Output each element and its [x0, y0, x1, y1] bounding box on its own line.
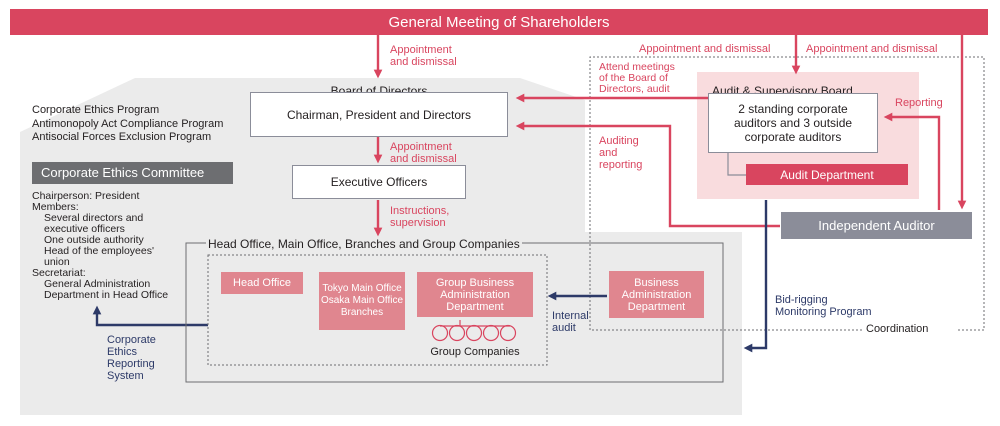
exec-title: Executive Officers	[330, 175, 428, 189]
label-appt-auditboard: Appointment and dismissal	[639, 43, 771, 55]
label-appt-exec: Appointment and dismissal	[390, 141, 457, 165]
label-auditing-reporting: Auditing and reporting	[599, 135, 643, 171]
audit-dept-label: Audit Department	[780, 167, 874, 182]
label-appt-auditor: Appointment and dismissal	[806, 43, 938, 55]
main-office-label: Tokyo Main Office Osaka Main Office Bran…	[320, 283, 404, 318]
gbad-box: Group Business Administration Department	[417, 272, 533, 317]
label-ethics-reporting: Corporate Ethics Reporting System	[107, 334, 156, 382]
head-office-box: Head Office	[221, 272, 303, 294]
main-office-box: Tokyo Main Office Osaka Main Office Bran…	[319, 272, 405, 330]
label-coordination: Coordination	[866, 323, 929, 335]
arrow-auditdept-bidrigging	[743, 200, 768, 353]
group-inner-dashed-box	[207, 254, 548, 366]
ethics-member: One outside authority	[44, 234, 144, 246]
program-item: Antisocial Forces Exclusion Program	[32, 131, 212, 143]
group-companies-circles	[431, 320, 517, 342]
program-item: Corporate Ethics Program	[32, 104, 160, 116]
label-reporting: Reporting	[895, 97, 943, 109]
gms-bar: General Meeting of Shareholders	[10, 9, 988, 35]
ethics-secretariat-label: Secretariat:	[32, 267, 86, 279]
label-bid-rigging: Bid-rigging Monitoring Program	[775, 294, 872, 318]
arrow-auditor-to-board	[515, 121, 780, 228]
coordination-boundary	[589, 56, 985, 331]
label-appt-board: Appointment and dismissal	[390, 44, 457, 68]
independent-auditor-label: Independent Auditor	[818, 218, 935, 233]
group-companies-label: Group Companies	[430, 345, 520, 358]
audit-board-desc: 2 standing corporate auditors and 3 outs…	[733, 102, 853, 144]
label-attend-meetings: Attend meetings of the Board of Director…	[599, 61, 675, 95]
bad-label: Business Administration Department	[621, 276, 692, 313]
label-instructions: Instructions, supervision	[390, 205, 450, 229]
ethics-committee-title: Corporate Ethics Committee	[41, 165, 205, 180]
audit-dept-box: Audit Department	[746, 164, 908, 185]
arrow-auditor-to-auditboard	[883, 112, 941, 210]
exec-box: Executive Officers	[292, 165, 466, 199]
label-internal-audit: Internal audit	[552, 310, 589, 334]
head-office-group-title: Head Office, Main Office, Branches and G…	[206, 237, 522, 251]
ethics-members-label: Members:	[32, 201, 79, 213]
ethics-chair: Chairperson: President	[32, 190, 140, 202]
program-item: Antimonopoly Act Compliance Program	[32, 117, 224, 130]
arrow-ethics-reporting	[92, 305, 208, 327]
independent-auditor-box: Independent Auditor	[781, 212, 972, 239]
gbad-label: Group Business Administration Department	[435, 276, 515, 313]
bad-box: Business Administration Department	[609, 271, 704, 318]
board-box: Chairman, President and Directors	[250, 92, 508, 137]
audit-board-box: 2 standing corporate auditors and 3 outs…	[708, 93, 878, 153]
ethics-member: Several directors and executive officers	[44, 212, 144, 235]
board-members: Chairman, President and Directors	[286, 107, 472, 122]
ethics-committee-details: Chairperson: President Members: Several …	[32, 191, 202, 301]
audit-board-dept-connector	[727, 152, 746, 176]
ethics-member: Head of the employees' union	[44, 245, 154, 268]
ethics-secretariat: General Administration Department in Hea…	[44, 278, 169, 301]
programs-list: Corporate Ethics Program Antimonopoly Ac…	[32, 104, 223, 145]
ethics-committee-header: Corporate Ethics Committee	[32, 162, 233, 184]
gms-title: General Meeting of Shareholders	[388, 13, 610, 31]
head-office-label: Head Office	[233, 277, 291, 289]
